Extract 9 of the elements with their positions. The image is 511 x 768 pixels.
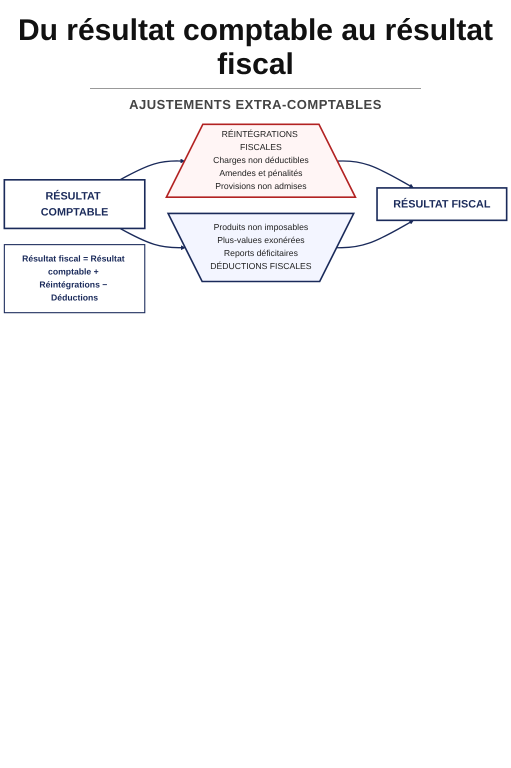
arrow bbox=[336, 220, 414, 248]
arrow bbox=[337, 160, 414, 188]
node-box: RÉSULTAT FISCAL bbox=[376, 187, 508, 222]
diagram-title: Du résultat comptable au résultat fiscal bbox=[16, 14, 494, 82]
arrow bbox=[120, 228, 186, 250]
arrow bbox=[120, 158, 186, 180]
node-box: Résultat fiscal = Résultat comptable + Réintégrations − Déductions bbox=[4, 244, 146, 314]
subtitle: AJUSTEMENTS EXTRA-COMPTABLES bbox=[90, 88, 421, 112]
node-box: RÉSULTAT COMPTABLE bbox=[4, 179, 146, 230]
